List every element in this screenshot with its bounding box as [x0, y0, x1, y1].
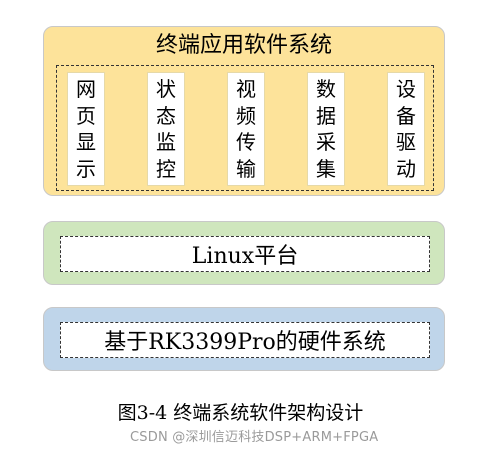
module-video-transmission: 视 频 传 输 [227, 72, 265, 186]
module-char: 据 [316, 103, 336, 128]
figure-caption: 图3-4 终端系统软件架构设计 [117, 402, 364, 424]
module-char: 设 [396, 76, 416, 101]
module-device-driver: 设 备 驱 动 [387, 72, 425, 186]
hardware-layer: 基于RK3399Pro的硬件系统 [43, 307, 445, 371]
platform-label: Linux平台 [60, 236, 430, 272]
application-layer: 终端应用软件系统 网 页 显 示 状 态 监 控 视 频 传 输 数 据 采 集… [43, 26, 445, 196]
module-data-acquisition: 数 据 采 集 [307, 72, 345, 186]
module-char: 备 [396, 103, 416, 128]
module-web-display: 网 页 显 示 [67, 72, 105, 186]
hardware-label: 基于RK3399Pro的硬件系统 [60, 322, 430, 358]
module-char: 采 [316, 130, 336, 155]
module-char: 动 [396, 157, 416, 182]
module-char: 驱 [396, 130, 416, 155]
module-char: 输 [236, 157, 256, 182]
module-char: 频 [236, 103, 256, 128]
module-char: 控 [156, 157, 176, 182]
platform-layer: Linux平台 [43, 221, 445, 285]
module-char: 状 [156, 76, 176, 101]
module-char: 态 [156, 103, 176, 128]
module-char: 集 [316, 157, 336, 182]
module-char: 示 [76, 157, 96, 182]
module-char: 显 [76, 130, 96, 155]
application-layer-title: 终端应用软件系统 [155, 33, 332, 58]
module-char: 监 [156, 130, 176, 155]
module-status-monitoring: 状 态 监 控 [147, 72, 185, 186]
application-modules-group: 网 页 显 示 状 态 监 控 视 频 传 输 数 据 采 集 设 备 驱 动 [56, 65, 434, 191]
module-char: 数 [316, 76, 336, 101]
module-char: 传 [236, 130, 256, 155]
module-char: 页 [76, 103, 96, 128]
watermark: CSDN @深圳信迈科技DSP+ARM+FPGA [130, 430, 379, 445]
module-char: 视 [236, 76, 256, 101]
module-char: 网 [76, 76, 96, 101]
